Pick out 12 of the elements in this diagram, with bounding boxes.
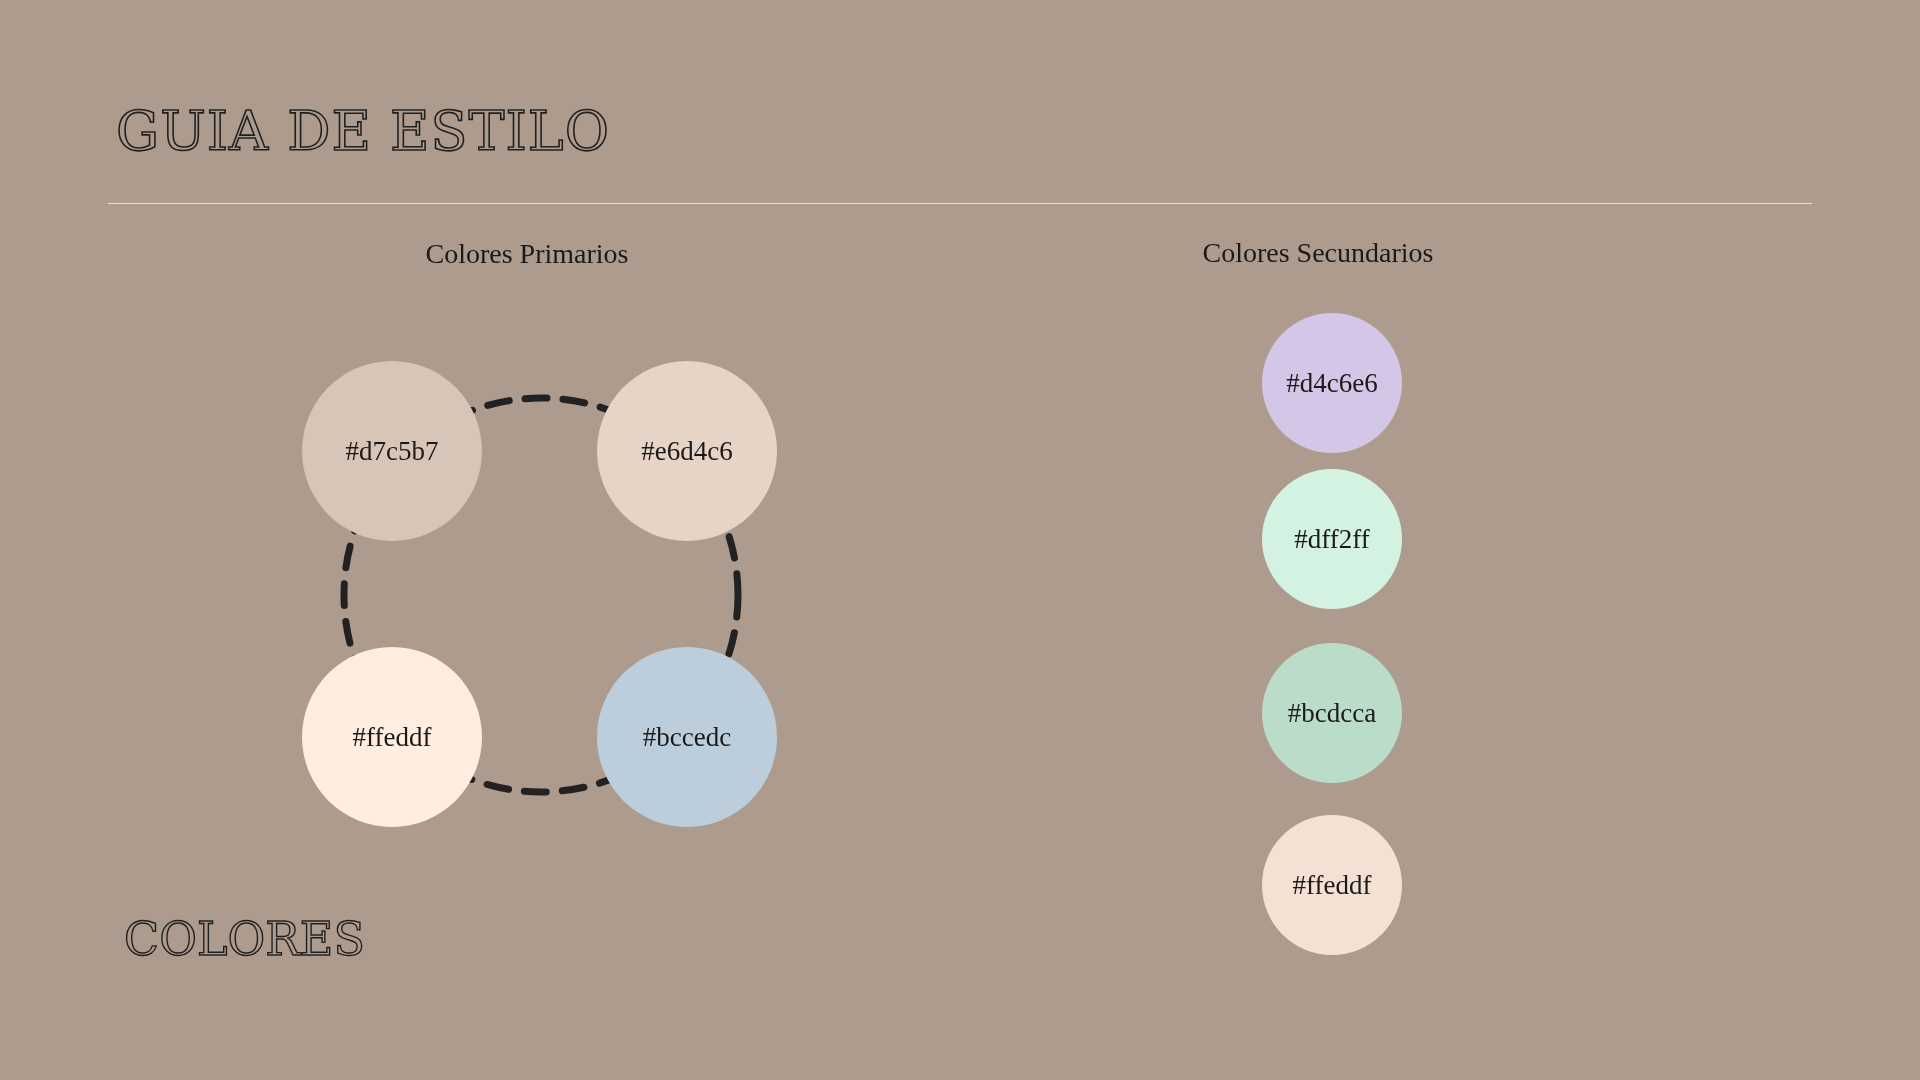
hex-code: #ffeddf: [352, 721, 432, 753]
hex-code: #dff2ff: [1294, 523, 1370, 555]
section-heading: Colores Primarios: [425, 238, 629, 270]
hex-code: #bcdcca: [1287, 697, 1377, 729]
hex-code: #e6d4c6: [641, 435, 733, 467]
section-heading: Colores Secundarios: [1202, 237, 1434, 269]
section-title: COLORES: [124, 912, 365, 966]
page-title: GUIA DE ESTILO: [116, 100, 610, 163]
hex-code: #d7c5b7: [345, 435, 439, 467]
hex-code: #bccedc: [642, 721, 732, 753]
hex-code: #ffeddf: [1292, 869, 1372, 901]
hex-code: #d4c6e6: [1286, 367, 1378, 399]
